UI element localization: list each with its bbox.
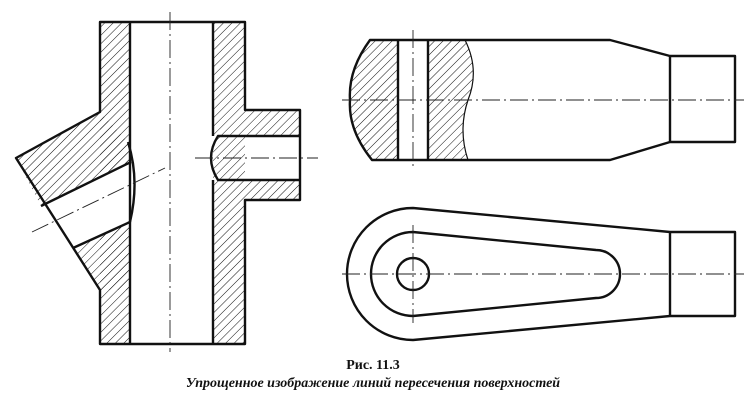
inclined-branch-top-wall <box>16 112 132 206</box>
technical-drawing <box>14 12 744 352</box>
top-view-slot <box>369 230 622 318</box>
inclined-bore-lower-line <box>72 220 131 250</box>
inclined-branch-bottom-wall <box>73 222 130 290</box>
inclined-bore-upper-line <box>40 160 132 208</box>
tee-section-view <box>14 12 318 352</box>
inclined-intersection-curve <box>126 141 136 223</box>
tee-outline <box>14 20 302 346</box>
lever-top-view <box>342 206 744 342</box>
right-branch-top-wall <box>245 110 300 136</box>
front-view-outline <box>348 38 737 162</box>
figure-number: Рис. 11.3 <box>346 358 400 373</box>
right-branch-bottom-wall <box>245 180 300 200</box>
figure-caption: Упрощенное изображение линий пересечения… <box>185 376 561 391</box>
vertical-pipe-right-wall <box>213 22 245 344</box>
lever-front-view <box>342 30 744 170</box>
top-view-outline <box>345 206 737 342</box>
inclined-branch-axis <box>31 167 166 233</box>
